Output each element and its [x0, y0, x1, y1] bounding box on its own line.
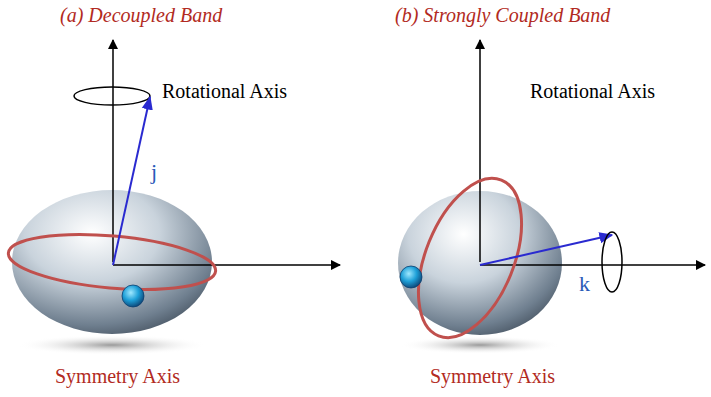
angular-momentum-vector [480, 235, 612, 265]
panel-title: (b) Strongly Coupled Band [395, 4, 610, 26]
rotation-loop [74, 87, 150, 105]
symmetry-axis-line [113, 264, 340, 266]
vector-label: k [579, 272, 590, 296]
vector-label: j [151, 160, 157, 184]
deformed-nucleus [12, 190, 212, 334]
ground-shadow [400, 336, 560, 354]
nucleon-orbit [6, 227, 218, 297]
valence-nucleon [400, 266, 422, 288]
ground-shadow [17, 335, 207, 355]
rotation-loop [602, 232, 622, 292]
nucleon-orbit [398, 164, 543, 353]
axis-label: Rotational Axis [530, 80, 655, 102]
angular-momentum-vector [113, 97, 150, 265]
rotational-axis-line [112, 40, 114, 262]
rotational-axis-line [479, 40, 481, 262]
axis-label: Symmetry Axis [55, 365, 180, 387]
panel-title: (a) Decoupled Band [60, 4, 222, 26]
valence-nucleon [122, 285, 144, 307]
axis-label: Rotational Axis [162, 80, 287, 102]
axis-label: Symmetry Axis [430, 365, 555, 387]
